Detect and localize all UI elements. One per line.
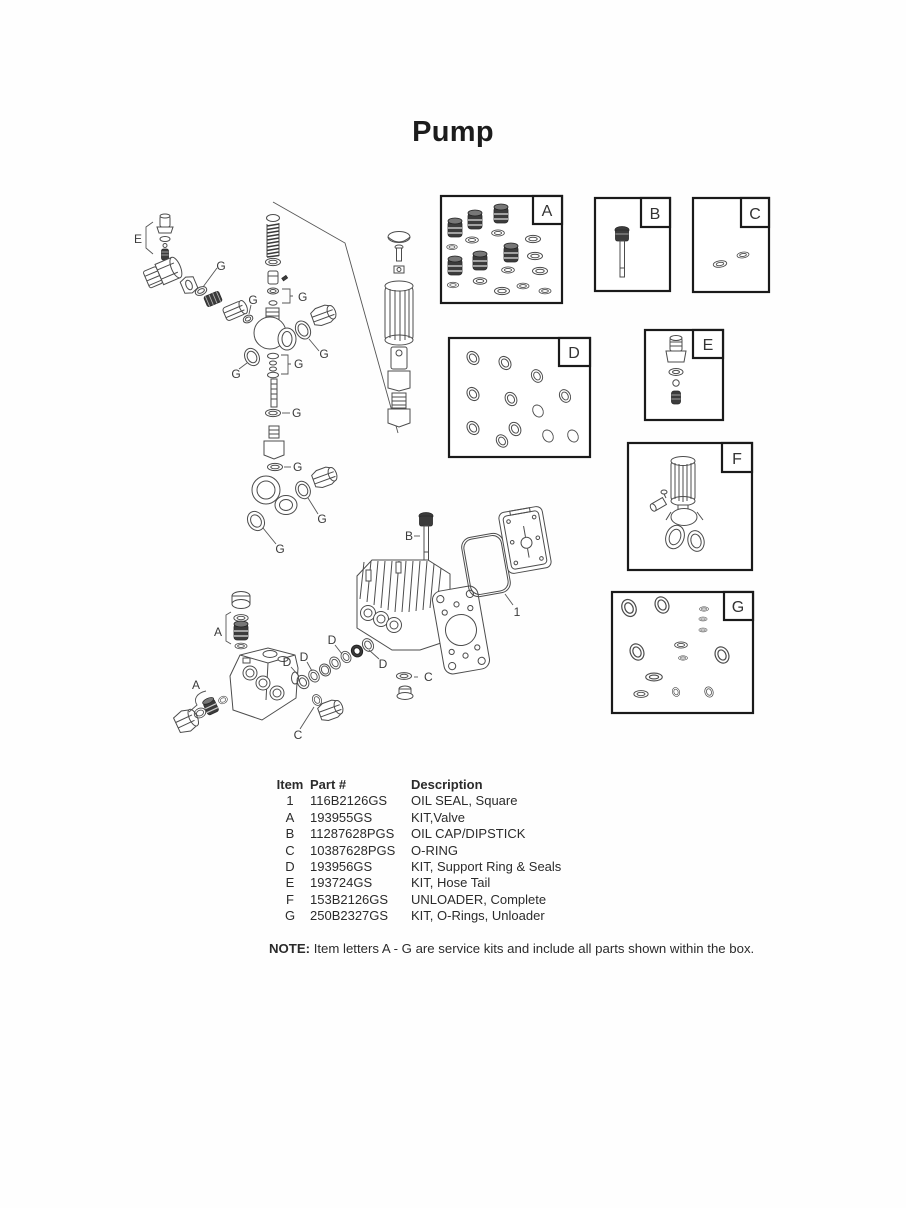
table-header-part: Part # [310,777,347,792]
table-cell-desc: KIT, Hose Tail [411,875,491,891]
spring [266,223,280,258]
table-cell-item: C [285,842,295,858]
callout-a: A [192,678,200,692]
valve-kit-chain-top [231,591,251,650]
kit-boundary-line [272,201,399,434]
hose-tail-parts [156,213,174,261]
kit-box-e-label: E [703,337,714,354]
table-header-desc: Description [411,777,483,792]
callout-d: D [300,650,309,664]
unloader-knob-parts [384,231,414,428]
crankcase-drain-plug [396,672,414,700]
table-cell-item: B [285,826,295,842]
callout-a: A [214,625,222,639]
note-label: NOTE: [269,941,311,956]
callout-c: C [424,670,433,684]
table-cell-item: D [285,859,295,875]
callout-g: G [292,406,301,420]
callout-d: D [379,657,388,671]
callout-g: G [293,460,302,474]
spring-piston-stack [265,214,289,306]
inlet-fitting-chain [143,256,254,324]
callout-b: B [405,529,413,543]
rear-cover-plate [498,506,552,574]
table-cell-desc: KIT,Valve [411,809,465,825]
table-cell-desc: UNLOADER, Complete [411,891,547,907]
parts-table: Item Part # Description 1 116B2126GS OIL… [270,777,562,925]
table-cell-part: 250B2327GS [310,908,389,924]
kit-box-d-contents [463,348,579,450]
manifold-block [229,647,299,721]
kit-box-c: C [691,196,771,294]
table-cell-part: 153B2126GS [310,891,389,907]
kit-box-c-label: C [749,206,761,223]
kit-box-g-label: G [732,599,744,616]
valve-kit-chain-side [172,694,229,734]
table-cell-desc: KIT, O-Rings, Unloader [411,908,545,924]
callout-e: E [134,232,142,246]
pump-exploded-assembly: A A [172,506,552,742]
callout-g: G [231,367,240,381]
kit-box-b-contents [614,226,630,278]
oil-dipstick [418,512,434,561]
note-text: Item letters A - G are service kits and … [313,941,755,956]
callout-d: D [328,633,337,647]
pump-exploded-diagram: E [134,194,771,742]
kit-box-b-label: B [650,206,661,223]
kit-box-f-contents [649,456,705,552]
callout-c: C [294,728,303,742]
table-cell-item: F [286,891,294,907]
table-cell-part: 10387628PGS [310,842,396,858]
kit-box-f-label: F [732,451,742,468]
kit-box-d: D [447,336,592,459]
mounting-flange [431,585,491,675]
table-cell-part: 116B2126GS [310,793,388,809]
manifold-plug-oring [310,692,346,724]
kit-box-a-label: A [542,203,553,220]
kit-box-a: A [439,194,564,305]
table-cell-part: 193956GS [310,859,373,875]
callout-g: G [248,293,257,307]
table-cell-part: 193955GS [310,809,373,825]
unloader-housing-parts [244,301,340,532]
table-cell-item: A [285,809,295,825]
unloader-exploded-assembly: E [134,201,414,556]
callout-g: G [216,259,225,273]
kit-box-d-label: D [568,345,580,362]
callout-1: 1 [514,605,521,619]
table-cell-item: E [285,875,295,891]
table-cell-desc: OIL CAP/DIPSTICK [411,826,526,842]
callout-g: G [317,512,326,526]
table-cell-item: G [284,908,296,924]
table-cell-desc: KIT, Support Ring & Seals [411,859,562,875]
kit-box-e: E [643,328,725,422]
kit-box-b: B [593,196,672,293]
callout-g: G [294,357,303,371]
table-cell-desc: O-RING [411,842,458,858]
service-kit-note: NOTE: Item letters A - G are service kit… [269,941,769,956]
kit-box-g: G [610,590,755,715]
support-ring-seal-chain [294,636,377,692]
table-cell-part: 193724GS [310,875,373,891]
callout-g: G [298,290,307,304]
table-cell-item: 1 [286,793,294,809]
kit-box-f: F [626,441,754,572]
callout-g: G [275,542,284,556]
table-header-item: Item [276,777,304,792]
callout-e-bracket [145,221,154,255]
callout-d: D [283,655,292,669]
callout-g: G [319,347,328,361]
kit-box-e-contents [665,335,687,405]
page-title: Pump [412,116,494,148]
table-cell-part: 11287628PGS [310,826,395,842]
table-cell-desc: OIL SEAL, Square [411,793,518,809]
